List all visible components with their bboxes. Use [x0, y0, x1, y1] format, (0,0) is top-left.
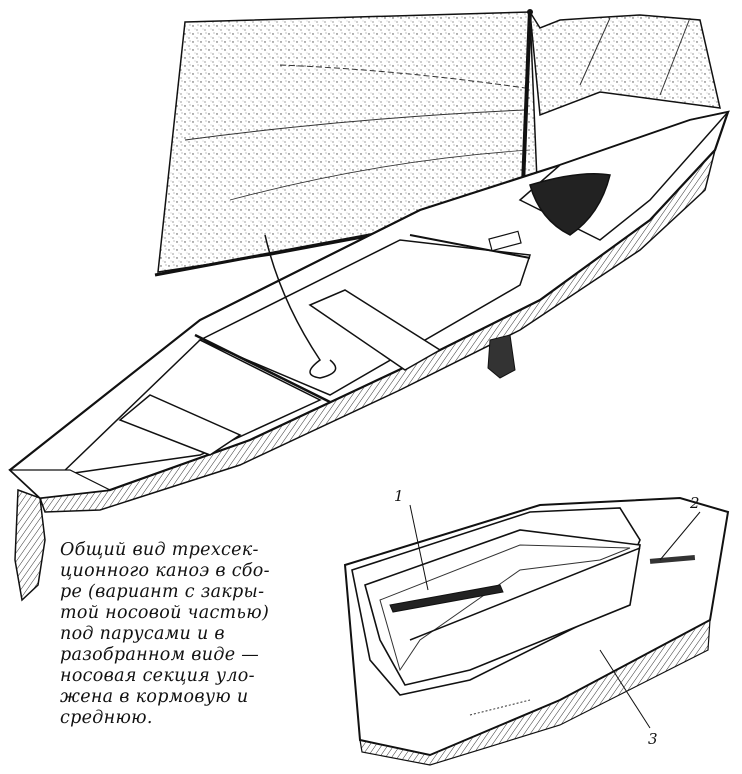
figure-caption: Общий вид трехсек- ционного каноэ в сбо-…: [60, 540, 330, 729]
part-label-1: 1: [394, 487, 404, 505]
caption-line: ре (вариант с закры-: [60, 582, 265, 602]
caption-line: разобранном виде —: [60, 645, 260, 665]
caption-line: ционного каноэ в сбо-: [60, 561, 270, 581]
caption-line: носовая секция уло-: [60, 666, 255, 686]
canoe-hull: [8, 110, 731, 602]
part-label-3: 3: [648, 730, 658, 748]
caption-line: Общий вид трехсек-: [60, 540, 259, 560]
caption-line: под парусами и в: [60, 624, 225, 644]
nested-sections: [343, 496, 730, 766]
caption-line: жена в кормовую и: [60, 687, 249, 707]
caption-line: той носовой частью): [60, 603, 270, 623]
caption-line: среднюю.: [60, 708, 153, 728]
part-label-2: 2: [690, 494, 700, 512]
